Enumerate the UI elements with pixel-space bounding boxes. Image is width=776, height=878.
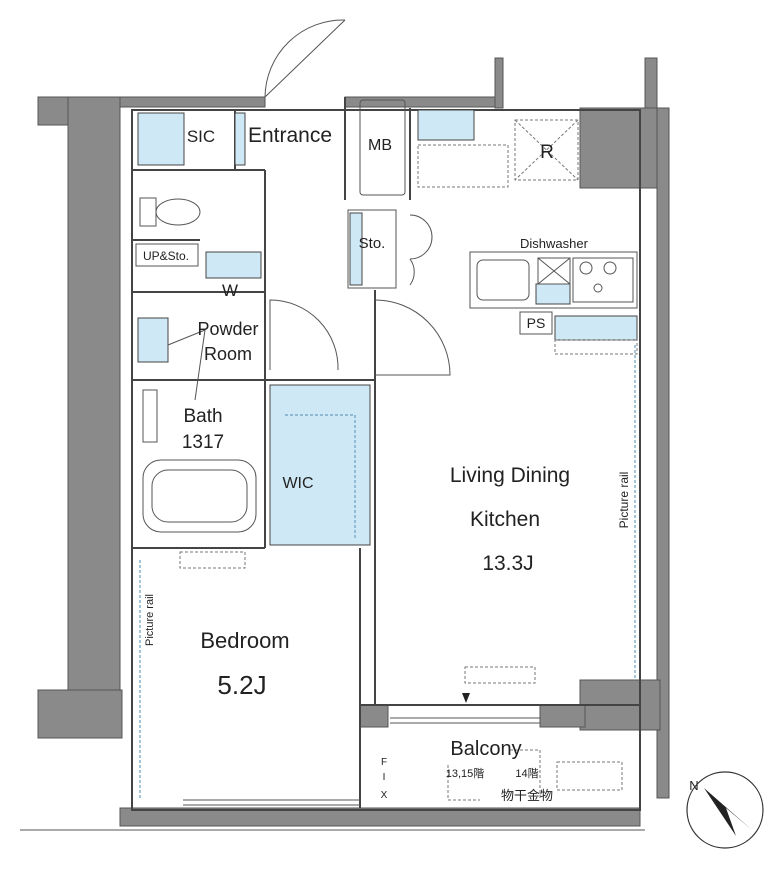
- dashed-fixtures: [139, 119, 638, 801]
- unit-outline: [131, 109, 641, 811]
- label-balcony-tag1: 13,15階: [446, 766, 485, 780]
- r-cross-b: [514, 119, 579, 181]
- compass: N: [686, 771, 764, 849]
- sto-box: [347, 209, 397, 289]
- toilet-tank: [139, 197, 157, 227]
- powder-sink-fill: [137, 317, 169, 363]
- kitchen-shelf-fill: [554, 315, 638, 341]
- wall-bottom-mid: [359, 704, 389, 728]
- label-powder-1: Powder: [197, 319, 258, 339]
- kitchen-upper-cabinet: [554, 339, 638, 355]
- label-mb: MB: [368, 137, 392, 154]
- label-w: W: [222, 281, 238, 300]
- label-picture-rail-right: Picture rail: [617, 472, 631, 529]
- wall-top-right-notch: [494, 57, 504, 109]
- r-cross-a: [514, 119, 579, 181]
- wall-top-left: [37, 96, 69, 126]
- ldk-door[interactable]: [374, 299, 451, 376]
- wall-left-lower: [37, 689, 123, 739]
- wall-right-upper: [579, 107, 666, 189]
- label-fix-i: I: [383, 772, 386, 783]
- wic-fill: [269, 384, 371, 546]
- dishwasher-fill: [535, 283, 571, 305]
- entry-shelf-fill: [417, 109, 475, 141]
- label-bedroom-size: 5.2J: [217, 670, 266, 700]
- fixtures: [135, 99, 638, 533]
- bath-door[interactable]: [167, 329, 206, 401]
- label-dishwasher: Dishwasher: [520, 236, 589, 251]
- ldk-ac: [464, 666, 536, 684]
- bathtub-inner: [151, 469, 248, 523]
- label-sic: SIC: [187, 127, 215, 146]
- wall-bottom: [119, 807, 641, 827]
- stove: [572, 257, 634, 303]
- label-picture-rail-left: Picture rail: [144, 594, 156, 646]
- storage-fills: [137, 109, 638, 546]
- label-bath-1: Bath: [183, 406, 222, 427]
- label-bedroom: Bedroom: [200, 628, 289, 653]
- bedroom-ac: [179, 551, 246, 569]
- wall-top-a: [119, 96, 266, 108]
- dishwasher-x-b: [537, 257, 571, 285]
- wall-right-column: [656, 107, 670, 799]
- entry-shelf-dashed: [417, 144, 509, 188]
- wall-top-b: [344, 96, 496, 108]
- sto-fill: [349, 212, 363, 286]
- label-ps: PS: [527, 315, 546, 331]
- label-fix-x: X: [381, 790, 388, 801]
- sto-door[interactable]: [409, 214, 433, 286]
- wall-left-column: [67, 96, 121, 738]
- kitchen-counter: [469, 251, 638, 309]
- wall-top-right-post: [644, 57, 658, 111]
- label-sto: Sto.: [359, 235, 386, 252]
- structural-walls: [20, 57, 670, 831]
- interior-walls: [131, 97, 641, 811]
- label-powder-2: Room: [204, 344, 252, 364]
- burner-2: [603, 261, 617, 275]
- powder-door[interactable]: [269, 299, 339, 371]
- doors: [167, 19, 540, 806]
- ldk-sash-marker: [462, 693, 470, 703]
- ps-box: [519, 311, 553, 335]
- label-wic: WIC: [282, 475, 313, 492]
- compass-north-label: N: [689, 778, 698, 793]
- label-r: R: [540, 142, 554, 163]
- label-up-sto: UP&Sto.: [143, 249, 189, 263]
- label-ldk-2: Kitchen: [470, 508, 540, 531]
- balcony-unit: [556, 761, 623, 791]
- burner-1: [579, 261, 593, 275]
- label-ldk-size: 13.3J: [482, 552, 533, 575]
- label-balcony: Balcony: [450, 738, 521, 760]
- entrance-door[interactable]: [264, 19, 346, 98]
- label-ldk-1: Living Dining: [450, 464, 570, 487]
- wic-rail: [285, 414, 356, 540]
- label-fix-f: F: [381, 757, 387, 768]
- label-bath-2: 1317: [182, 432, 224, 453]
- dishwasher-box: [537, 257, 571, 285]
- balcony-hanger-b: [510, 749, 541, 800]
- label-entrance: Entrance: [248, 124, 332, 147]
- kitchen-sink: [476, 259, 530, 301]
- balcony-hanger-a: [447, 765, 480, 801]
- label-balcony-hanger: 物干金物: [501, 788, 553, 803]
- wall-balcony-right: [539, 704, 586, 728]
- bath-shelf: [142, 389, 158, 443]
- burner-3: [593, 283, 603, 293]
- up-sto-box: [135, 243, 199, 267]
- bathtub-outer: [142, 459, 257, 533]
- compass-ring: [686, 771, 764, 849]
- entrance-shoe-shelf: [234, 112, 246, 166]
- w-fill: [205, 251, 262, 279]
- label-balcony-tag2: 14階: [515, 766, 538, 780]
- room-labels: SIC Entrance MB R Sto. UP&Sto. W Powder …: [143, 124, 631, 803]
- r-box: [514, 119, 579, 181]
- compass-needle-icon: [704, 788, 752, 836]
- toilet-bowl: [155, 198, 201, 226]
- mb-box: [359, 99, 406, 196]
- sic-storage: [137, 112, 185, 166]
